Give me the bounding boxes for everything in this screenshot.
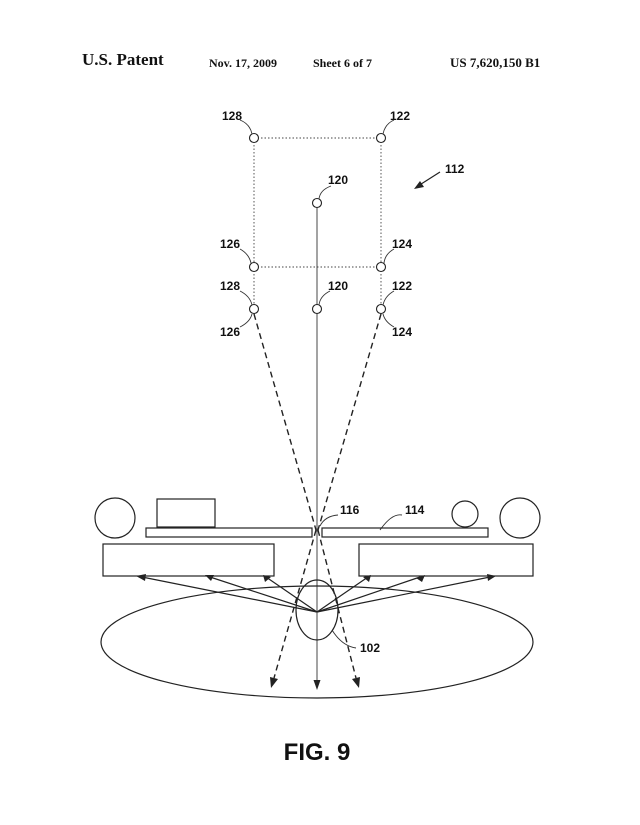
ref-102: 102 bbox=[360, 641, 380, 655]
solid-ray-lines bbox=[141, 576, 491, 613]
object-102 bbox=[295, 579, 339, 641]
ref-120-low: 120 bbox=[328, 279, 348, 293]
left-plate bbox=[145, 527, 313, 538]
dashed-projection-lines bbox=[253, 313, 382, 679]
solid-ray-arrowheads bbox=[136, 574, 496, 582]
right-plate-114 bbox=[321, 527, 489, 538]
apparatus bbox=[94, 497, 541, 577]
patent-number: US 7,620,150 B1 bbox=[450, 55, 541, 70]
leader-lines bbox=[239, 119, 403, 649]
sheet-number: Sheet 6 of 7 bbox=[313, 56, 372, 70]
ref-112: 112 bbox=[445, 162, 465, 176]
ref-122-low: 122 bbox=[392, 279, 412, 293]
vertical-axis-arrowhead bbox=[313, 680, 321, 690]
marker-126-upper bbox=[248, 261, 260, 273]
base-ellipse bbox=[100, 585, 534, 699]
marker-122-upper bbox=[375, 132, 387, 144]
left-large-sphere bbox=[94, 497, 136, 539]
ref-124-low: 124 bbox=[392, 325, 412, 339]
right-large-sphere bbox=[499, 497, 541, 539]
ref-120-top: 120 bbox=[328, 173, 348, 187]
marker-128-126-lower bbox=[248, 303, 260, 315]
publication-date: Nov. 17, 2009 bbox=[209, 56, 278, 70]
ref-126-mid: 126 bbox=[220, 237, 240, 251]
ref-128-top: 128 bbox=[222, 109, 242, 123]
marker-120-lower bbox=[311, 303, 323, 315]
marker-124-upper bbox=[375, 261, 387, 273]
ref-116: 116 bbox=[340, 503, 360, 517]
marker-128-upper bbox=[248, 132, 260, 144]
ref-124-mid: 124 bbox=[392, 237, 412, 251]
ref-128-low: 128 bbox=[220, 279, 240, 293]
marker-square bbox=[253, 137, 382, 308]
right-base-block bbox=[358, 543, 534, 577]
figure-caption: FIG. 9 bbox=[284, 739, 351, 766]
marker-122-124-lower bbox=[375, 303, 387, 315]
publication-title: U.S. Patent bbox=[82, 50, 164, 69]
ref-126-low: 126 bbox=[220, 325, 240, 339]
left-block bbox=[156, 498, 216, 528]
marker-120-upper bbox=[311, 197, 323, 209]
dashed-arrowhead-right bbox=[352, 677, 360, 688]
right-small-sphere bbox=[451, 500, 479, 528]
dashed-arrowhead-left bbox=[270, 677, 278, 688]
ref-122-top: 122 bbox=[390, 109, 410, 123]
left-base-block bbox=[102, 543, 275, 577]
ref-114: 114 bbox=[405, 503, 425, 517]
pointer-arrowhead-112 bbox=[414, 181, 424, 189]
